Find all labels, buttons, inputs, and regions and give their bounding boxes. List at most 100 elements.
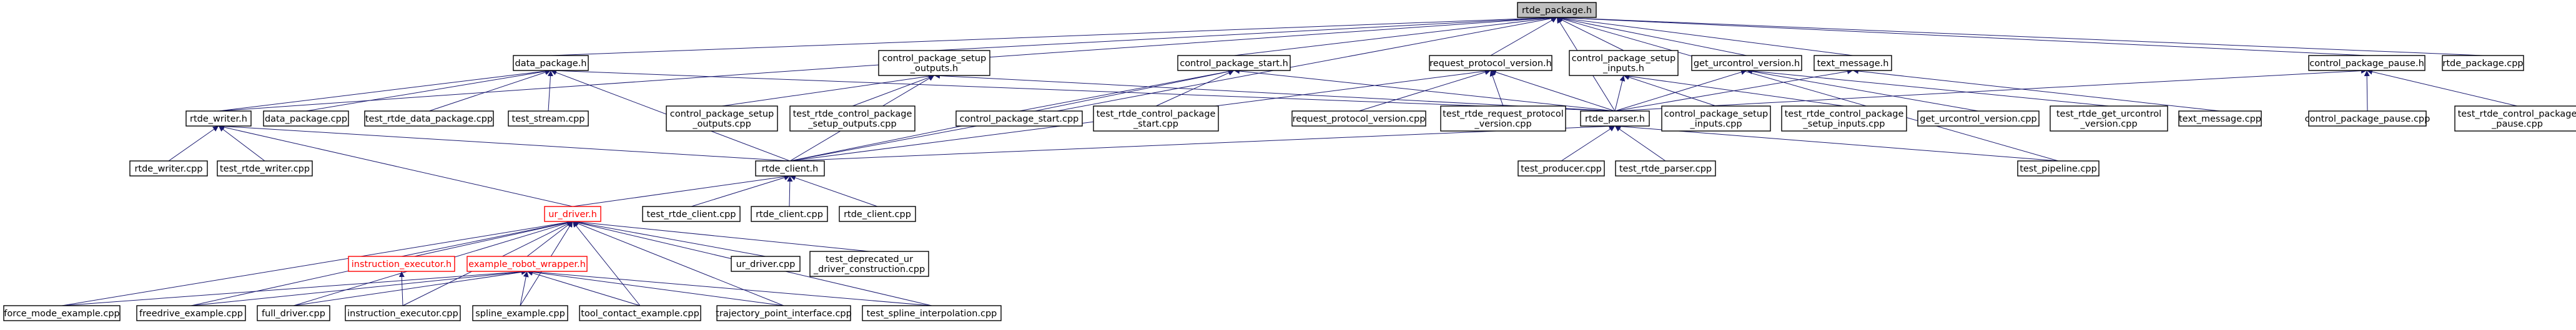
node-control-package-start-cpp[interactable]: control_package_start.cpp — [955, 110, 1083, 127]
node-label: trajectory_point_interface.cpp — [716, 309, 852, 319]
node-label: rtde_writer.cpp — [134, 164, 202, 174]
node-rtde-client-h[interactable]: rtde_client.h — [755, 160, 825, 177]
node-label: control_package_pause.h — [2309, 59, 2424, 69]
node-request-protocol-version-cpp[interactable]: request_protocol_version.cpp — [1291, 110, 1426, 127]
edge-spline_example_cpp-to-example_robot_wrapper_h — [520, 271, 529, 306]
edge-rtde_client_cpp_a-to-rtde_client_h — [787, 175, 793, 207]
edge-test_rtde_control_package_pause_cpp-to-control_package_pause_h — [2366, 69, 2518, 107]
edge-test_producer_cpp-to-rtde_parser_h — [1561, 125, 1616, 162]
node-label: control_package_start.cpp — [960, 114, 1079, 124]
node-freedrive-example-cpp[interactable]: freedrive_example.cpp — [136, 305, 246, 321]
node-control-package-start-h[interactable]: control_package_start.h — [1177, 55, 1291, 71]
node-rtde-writer-h[interactable]: rtde_writer.h — [185, 110, 252, 127]
node-rtde-package-cpp[interactable]: rtde_package.cpp — [2442, 55, 2524, 71]
node-spline-example-cpp[interactable]: spline_example.cpp — [472, 305, 568, 321]
edge-rtde_client_h-to-rtde_writer_h — [218, 124, 791, 162]
edge-rtde_parser_h-to-request_protocol_version_h — [1490, 69, 1616, 112]
node-text-message-h[interactable]: text_message.h — [1814, 55, 1892, 71]
node-test-deprecated-ur-driver-construction-cpp[interactable]: test_deprecated_ur_driver_construction.c… — [809, 251, 929, 277]
node-test-producer-cpp[interactable]: test_producer.cpp — [1517, 160, 1605, 177]
node-label: control_package_start.h — [1180, 59, 1288, 69]
node-label: data_package.cpp — [265, 114, 347, 124]
node-instruction-executor-cpp[interactable]: instruction_executor.cpp — [345, 305, 461, 321]
node-trajectory-point-interface-cpp[interactable]: trajectory_point_interface.cpp — [716, 305, 852, 321]
node-label: test_rtde_writer.cpp — [220, 164, 310, 174]
node-test-rtde-parser-cpp[interactable]: test_rtde_parser.cpp — [1615, 160, 1716, 177]
edge-trajectory_point_interface_cpp-to-example_robot_wrapper_h — [526, 269, 784, 306]
node-rtde-package-h[interactable]: rtde_package.h — [1517, 2, 1597, 18]
node-control-package-setup-outputs-h[interactable]: control_package_setup_outputs.h — [878, 50, 990, 76]
node-full-driver-cpp[interactable]: full_driver.cpp — [257, 305, 330, 321]
node-label: rtde_client.cpp — [844, 210, 911, 220]
edge-control_package_start_h-to-rtde_package_h — [1233, 15, 1557, 56]
node-label: test_rtde_get_urcontrol_version.cpp — [2056, 109, 2161, 129]
node-force-mode-example-cpp[interactable]: force_mode_example.cpp — [3, 305, 121, 321]
node-test-rtde-request-protocol-version-cpp[interactable]: test_rtde_request_protocol_version.cpp — [1440, 105, 1566, 132]
node-test-rtde-control-package-pause-cpp[interactable]: test_rtde_control_package_pause.cpp — [2454, 105, 2576, 132]
node-label: test_rtde_data_package.cpp — [365, 114, 493, 124]
node-get-urcontrol-version-h[interactable]: get_urcontrol_version.h — [1691, 55, 1802, 71]
node-control-package-setup-inputs-h[interactable]: control_package_setup_inputs.h — [1569, 50, 1679, 76]
edge-test_deprecated_ur_driver_construction_cpp-to-ur_driver_h — [572, 219, 870, 252]
edge-request_protocol_version_h-to-rtde_package_h — [1490, 17, 1557, 56]
edge-test_pipeline_cpp-to-rtde_parser_h — [1614, 124, 2059, 162]
node-control-package-pause-cpp[interactable]: control_package_pause.cpp — [2305, 110, 2430, 127]
node-label: rtde_parser.h — [1585, 114, 1645, 124]
node-request-protocol-version-h[interactable]: request_protocol_version.h — [1429, 55, 1552, 71]
node-label: test_spline_interpolation.cpp — [867, 309, 997, 319]
node-ur-driver-cpp[interactable]: ur_driver.cpp — [731, 256, 801, 272]
node-data-package-cpp[interactable]: data_package.cpp — [263, 110, 349, 127]
edge-rtde_writer_cpp-to-rtde_writer_h — [168, 125, 219, 162]
node-data-package-h[interactable]: data_package.h — [513, 55, 589, 71]
node-test-rtde-control-package-start-cpp[interactable]: test_rtde_control_package_start.cpp — [1093, 105, 1219, 132]
edge-rtde_parser_h-to-get_urcontrol_version_h — [1614, 69, 1747, 112]
node-control-package-pause-h[interactable]: control_package_pause.h — [2308, 55, 2425, 71]
edge-rtde_package_cpp-to-rtde_package_h — [1556, 14, 2484, 56]
node-label: test_producer.cpp — [1521, 164, 1602, 174]
edge-full_driver_cpp-to-example_robot_wrapper_h — [293, 269, 528, 306]
edge-rtde_parser_h-to-control_package_setup_inputs_h — [1614, 75, 1626, 112]
node-test-pipeline-cpp[interactable]: test_pipeline.cpp — [2017, 160, 2100, 177]
node-control-package-setup-inputs-cpp[interactable]: control_package_setup_inputs.cpp — [1661, 105, 1771, 132]
node-label: test_deprecated_ur_driver_construction.c… — [813, 255, 925, 274]
edge-control_package_setup_inputs_h-to-rtde_package_h — [1556, 17, 1624, 51]
node-label: test_stream.cpp — [512, 114, 585, 124]
node-label: test_rtde_control_package_setup_inputs.c… — [1785, 109, 1904, 129]
node-ur-driver-h[interactable]: ur_driver.h — [544, 206, 601, 222]
node-test-rtde-control-package-setup-outputs-cpp[interactable]: test_rtde_control_package_setup_outputs.… — [789, 105, 915, 132]
node-test-rtde-data-package-cpp[interactable]: test_rtde_data_package.cpp — [364, 110, 494, 127]
node-label: get_urcontrol_version.h — [1694, 59, 1800, 69]
node-label: data_package.h — [515, 59, 587, 69]
edge-control_package_setup_inputs_cpp-to-control_package_setup_inputs_h — [1623, 74, 1717, 107]
node-rtde-parser-h[interactable]: rtde_parser.h — [1580, 110, 1650, 127]
node-text-message-cpp[interactable]: text_message.cpp — [2178, 110, 2262, 127]
edge-control_package_start_cpp-to-control_package_start_h — [1019, 69, 1235, 112]
node-test-rtde-client-cpp[interactable]: test_rtde_client.cpp — [642, 206, 741, 222]
node-instruction-executor-h[interactable]: instruction_executor.h — [348, 256, 455, 272]
node-get-urcontrol-version-cpp[interactable]: get_urcontrol_version.cpp — [1917, 110, 2040, 127]
edge-tool_contact_example_cpp-to-example_robot_wrapper_h — [526, 270, 641, 306]
node-rtde-client-cpp-b[interactable]: rtde_client.cpp — [839, 206, 916, 222]
node-label: test_pipeline.cpp — [2020, 164, 2097, 174]
node-label: request_protocol_version.cpp — [1293, 114, 1426, 124]
edge-tool_contact_example_cpp-to-ur_driver_h — [572, 221, 641, 306]
node-test-rtde-control-package-setup-inputs-cpp[interactable]: test_rtde_control_package_setup_inputs.c… — [1781, 105, 1907, 132]
edge-test_rtde_get_urcontrol_version_cpp-to-get_urcontrol_version_h — [1746, 68, 2110, 107]
edge-get_urcontrol_version_h-to-rtde_package_h — [1556, 16, 1747, 56]
edge-test_rtde_writer_cpp-to-rtde_writer_h — [218, 125, 265, 162]
node-control-package-setup-outputs-cpp[interactable]: control_package_setup_outputs.cpp — [666, 105, 778, 132]
node-rtde-client-cpp-a[interactable]: rtde_client.cpp — [751, 206, 828, 222]
node-tool-contact-example-cpp[interactable]: tool_contact_example.cpp — [579, 305, 701, 321]
node-example-robot-wrapper-h[interactable]: example_robot_wrapper.h — [466, 256, 588, 272]
edge-rtde_writer_h-to-data_package_h — [218, 68, 551, 112]
node-rtde-writer-cpp[interactable]: rtde_writer.cpp — [129, 160, 208, 177]
edge-rtde_client_cpp_b-to-rtde_client_h — [789, 175, 878, 207]
node-test-rtde-writer-cpp[interactable]: test_rtde_writer.cpp — [217, 160, 313, 177]
node-test-spline-interpolation-cpp[interactable]: test_spline_interpolation.cpp — [862, 305, 1002, 321]
node-test-rtde-get-urcontrol-version-cpp[interactable]: test_rtde_get_urcontrol_version.cpp — [2050, 105, 2168, 132]
node-label: get_urcontrol_version.cpp — [1920, 114, 2037, 124]
node-label: spline_example.cpp — [475, 309, 565, 319]
node-label: test_rtde_control_package_pause.cpp — [2458, 109, 2576, 129]
node-test-stream-cpp[interactable]: test_stream.cpp — [508, 110, 589, 127]
